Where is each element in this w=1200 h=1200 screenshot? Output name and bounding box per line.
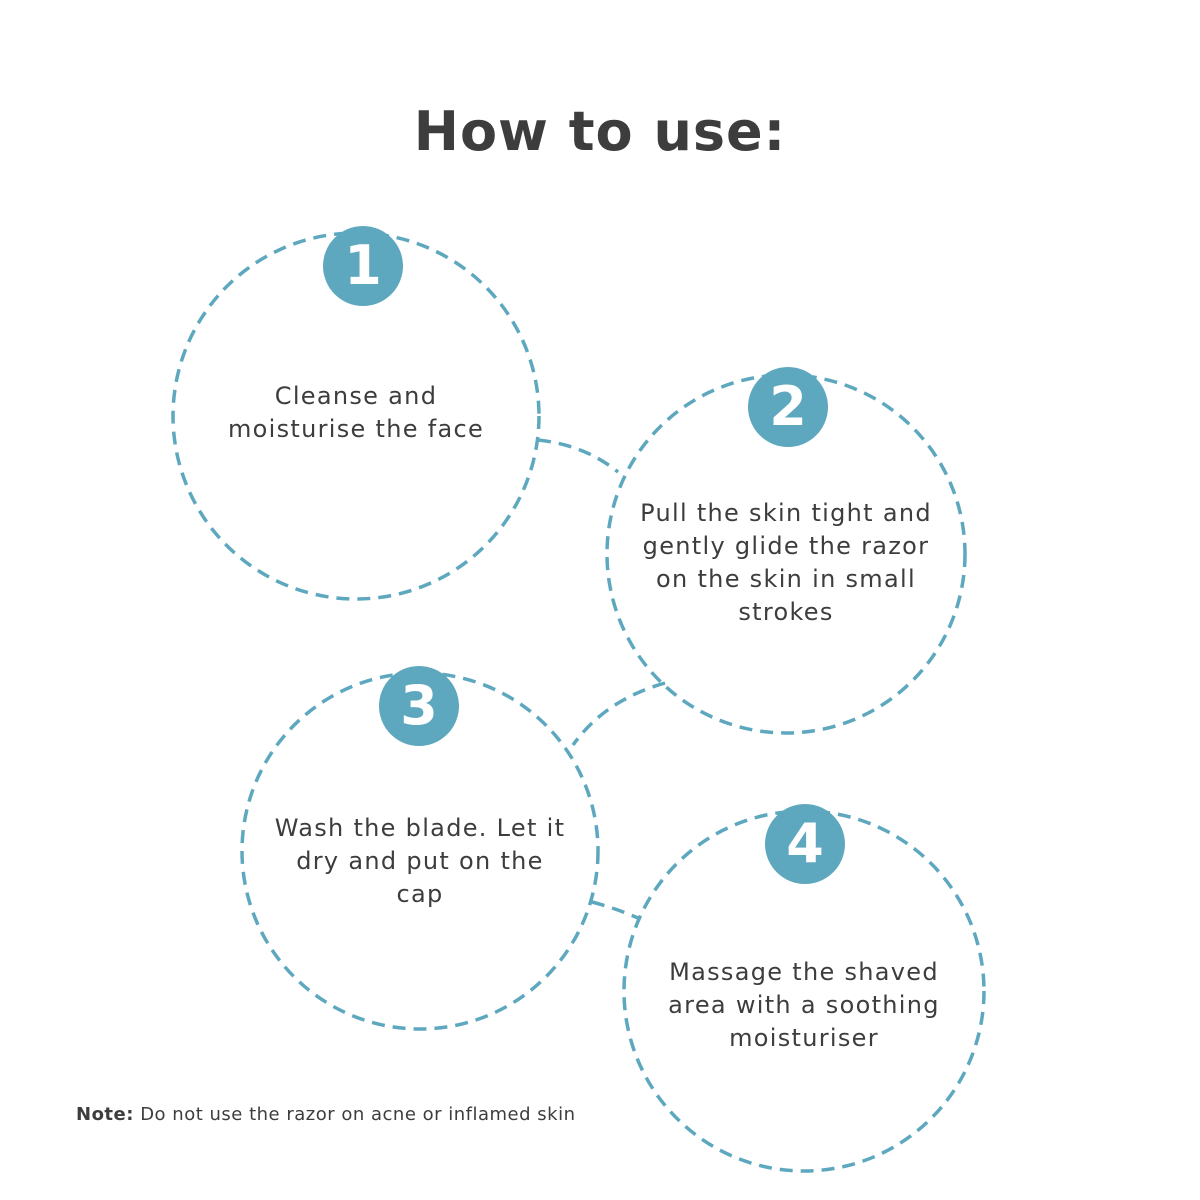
step-text-4: Massage the shaved area with a soothing … xyxy=(644,956,964,1055)
note-text: Do not use the razor on acne or inflamed… xyxy=(140,1104,576,1125)
page-title: How to use: xyxy=(413,100,787,163)
step-number-badge-3: 3 xyxy=(379,666,459,746)
step-text-1-content: Cleanse and moisturise the face xyxy=(227,382,485,443)
step-text-3-content: Wash the blade. Let it dry and put on th… xyxy=(274,814,566,908)
step-number-badge-4: 4 xyxy=(765,804,845,884)
step-text-4-content: Massage the shaved area with a soothing … xyxy=(668,958,940,1052)
step-text-1: Cleanse and moisturise the face xyxy=(196,380,516,446)
step-text-2-content: Pull the skin tight and gently glide the… xyxy=(640,499,932,626)
footnote: Note: Do not use the razor on acne or in… xyxy=(76,1104,576,1125)
step-number-badge-1: 1 xyxy=(323,226,403,306)
connector-1-2 xyxy=(537,438,620,474)
note-label: Note: xyxy=(76,1104,134,1125)
step-text-3: Wash the blade. Let it dry and put on th… xyxy=(260,812,580,911)
connector-3-4 xyxy=(591,900,639,920)
step-text-2: Pull the skin tight and gently glide the… xyxy=(616,497,956,629)
step-number-badge-2: 2 xyxy=(748,367,828,447)
step-circle-3 xyxy=(240,671,600,1031)
connector-2-3 xyxy=(571,681,666,747)
